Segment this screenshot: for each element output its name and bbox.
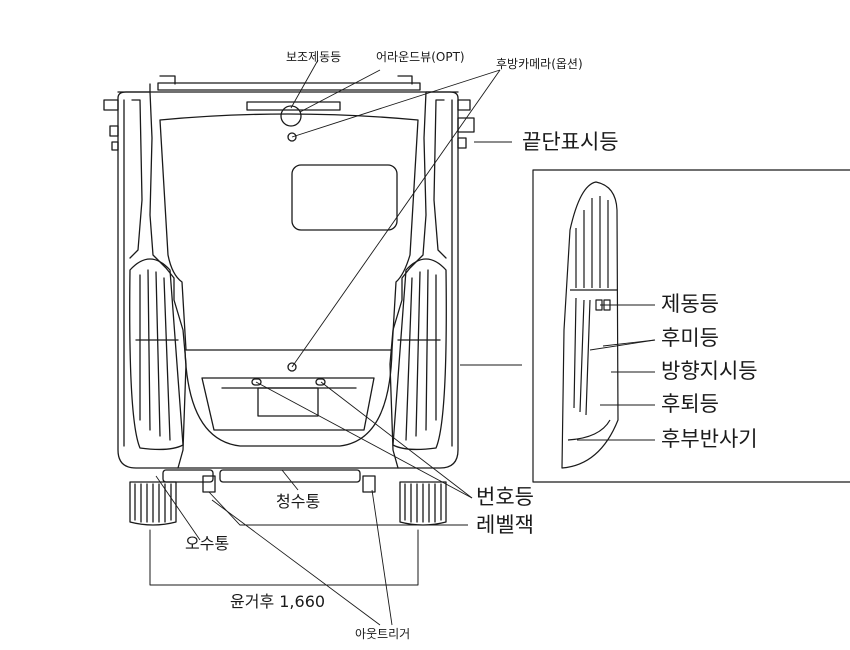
right-pillar-inner	[433, 99, 447, 259]
label-rear-track: 윤거후 1,660	[230, 592, 326, 611]
plate-light-right-shape	[315, 378, 326, 386]
license-plate-recess	[201, 377, 375, 431]
left-pillar	[117, 91, 187, 469]
license-plate	[257, 387, 319, 417]
plate-light-left-shape	[251, 378, 262, 386]
detail-box	[532, 169, 850, 483]
rear-window-panel	[159, 113, 419, 351]
left-wheel-treads	[134, 483, 172, 523]
detail-label-brake: 제동등	[661, 292, 719, 316]
rear-camera-lower-shape	[287, 362, 297, 372]
right-side-mount	[457, 99, 475, 149]
left-wheel	[129, 481, 177, 526]
label-grey-water-tank: 오수통	[185, 534, 230, 553]
level-jack-right-shape	[362, 475, 376, 493]
left-pillar-inner	[129, 99, 143, 259]
leader-around-view	[299, 69, 381, 113]
left-tail-lamp-fins	[139, 269, 171, 441]
label-around-view: 어라운드뷰(OPT)	[376, 50, 465, 64]
detail-leader-tail-b	[602, 339, 656, 347]
fresh-water-tank-shape	[219, 469, 361, 483]
right-tail-lamp-outer	[392, 258, 447, 451]
track-dimension-line	[149, 529, 419, 586]
leader-rear-camera-b	[291, 69, 501, 368]
leader-rear-camera-a	[291, 69, 501, 138]
label-end-marker-light: 끝단표시등	[522, 130, 619, 154]
label-outrigger: 아웃트리거	[355, 627, 411, 641]
leader-level-jack	[208, 491, 468, 526]
roof-stub-right	[397, 75, 413, 85]
detail-lamp-lower	[567, 419, 611, 441]
top-light-bar	[246, 101, 341, 111]
detail-label-reflector: 후부반사기	[661, 427, 758, 451]
roof-rail	[157, 82, 421, 91]
left-side-mount	[103, 99, 119, 151]
leader-outrigger-b	[211, 499, 381, 626]
detail-label-tail: 후미등	[661, 326, 719, 350]
label-fresh-water-tank: 청수통	[276, 492, 321, 511]
label-aux-brake-light: 보조제동등	[286, 50, 342, 64]
aux-brake-light-shape	[280, 105, 302, 127]
rear-bumper	[184, 349, 393, 447]
small-window	[291, 164, 398, 231]
leader-grey-water	[155, 475, 201, 541]
right-tail-lamp-fins	[405, 269, 437, 441]
leader-aux-brake	[290, 59, 319, 109]
leader-outrigger-a	[371, 489, 393, 626]
rear-camera-upper-shape	[287, 132, 297, 142]
leader-fresh-water	[281, 469, 299, 491]
detail-label-turn: 방향지시등	[661, 359, 758, 383]
roof-stub-left	[149, 75, 176, 93]
label-license-plate-light: 번호등	[476, 485, 534, 509]
leader-plate-light-a	[255, 381, 473, 499]
label-level-jack: 레벨잭	[476, 513, 534, 537]
detail-lamp-fins-top	[575, 196, 609, 288]
detail-label-reverse: 후퇴등	[661, 392, 719, 416]
detail-lamp-fins-mid	[573, 297, 591, 416]
leader-plate-light-b	[320, 381, 473, 499]
right-pillar	[389, 91, 459, 469]
label-rear-camera: 후방카메라(옵션)	[496, 57, 583, 71]
left-tail-lamp-outer	[129, 258, 184, 451]
right-wheel-treads	[404, 483, 442, 523]
detail-lamp-outer	[561, 181, 619, 469]
